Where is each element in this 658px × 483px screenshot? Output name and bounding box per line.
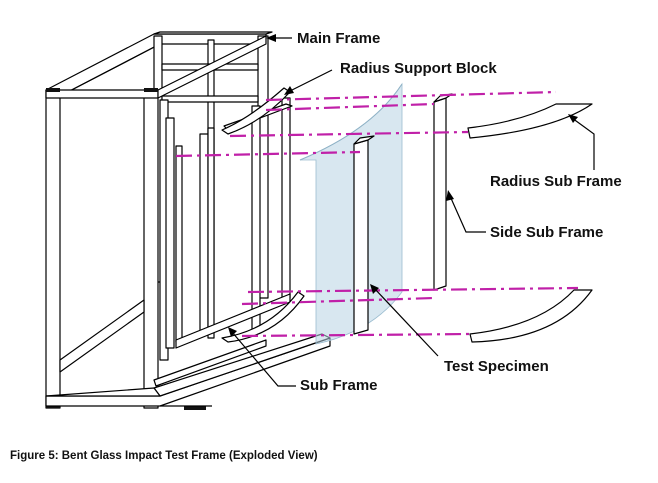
side-sub-frame [353,93,453,335]
leader-lines [228,34,595,387]
label-radius-support-block: Radius Support Block [340,60,497,77]
sub-frame-arrow-icon [228,327,237,337]
radius-sub-frame [467,103,593,343]
alignment-lines [175,90,579,338]
main-frame [45,31,273,410]
test-specimen [299,82,403,345]
side-sub-frame-arrow-icon [446,190,454,201]
label-test-specimen: Test Specimen [444,358,549,375]
label-sub-frame: Sub Frame [300,377,378,394]
label-main-frame: Main Frame [297,30,380,47]
base-platform [45,333,331,407]
figure-caption: Figure 5: Bent Glass Impact Test Frame (… [10,450,318,462]
label-radius-sub-frame: Radius Sub Frame [490,173,622,190]
radius-support-arrow-icon [284,86,294,95]
radius-sub-frame-arrow-icon [568,114,578,123]
test-specimen-arrow-icon [370,284,379,294]
main-frame-arrow-icon [266,34,276,42]
label-side-sub-frame: Side Sub Frame [490,224,603,241]
